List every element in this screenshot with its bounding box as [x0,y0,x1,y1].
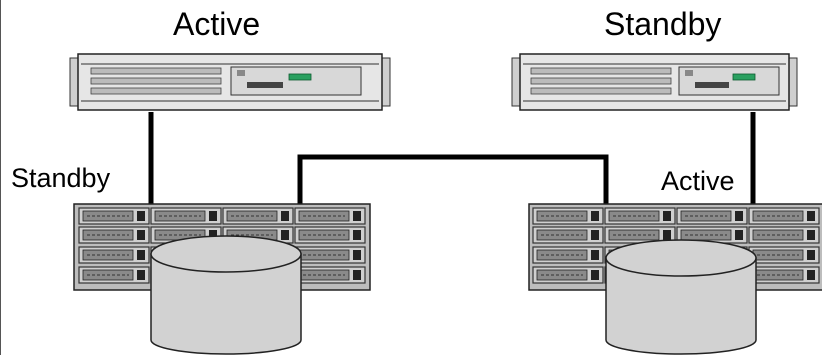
left-storage-role-label: Standby [11,163,111,193]
left-server-icon [69,53,391,111]
left-disk-cylinder-icon [150,235,302,355]
right-storage-role-label: Active [661,166,735,196]
right-server-label: Standby [604,6,722,42]
storage-replication-link [297,154,609,205]
right-disk-cylinder-icon [605,239,757,355]
left-server-label: Active [173,6,261,42]
right-server-icon [511,53,798,111]
